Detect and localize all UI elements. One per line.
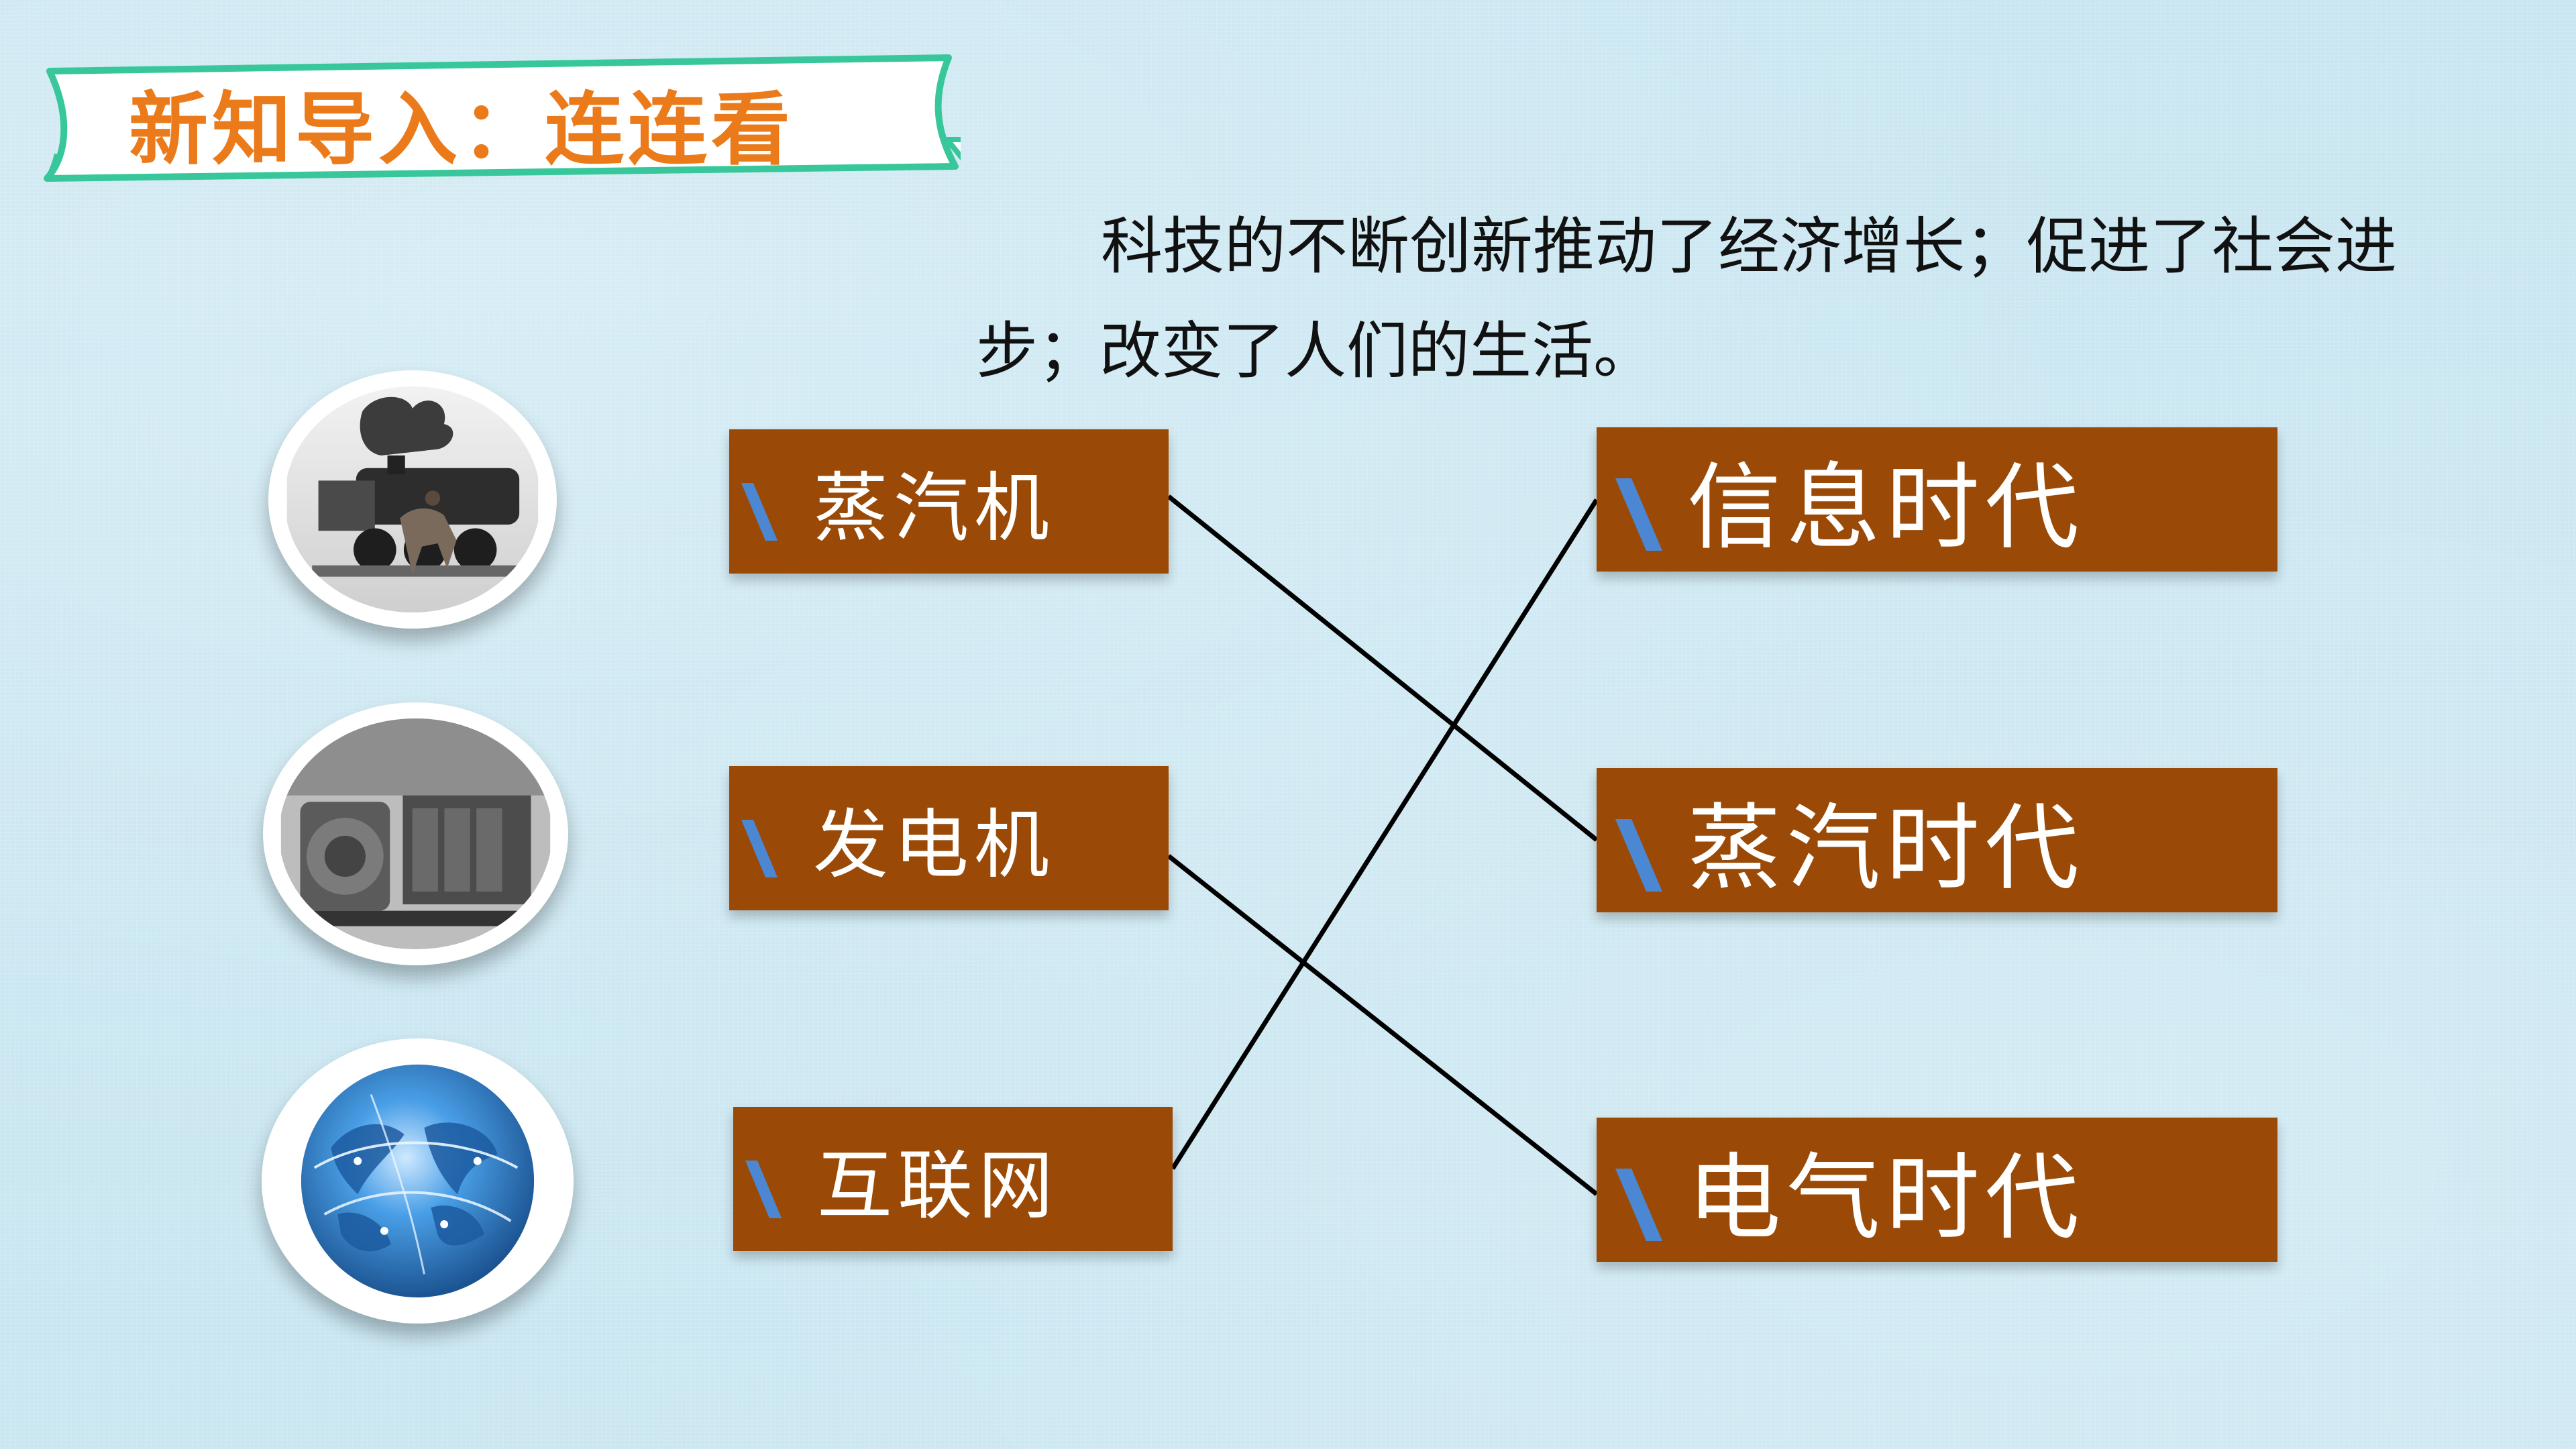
option-steam-engine[interactable]: 蒸汽机 [729, 429, 1169, 574]
match-line-internet-to-info-age [1171, 498, 1599, 1170]
option-internet[interactable]: 互联网 [733, 1107, 1173, 1251]
option-electric-age[interactable]: 电气时代 [1597, 1118, 2277, 1262]
generator-illustration [280, 718, 551, 949]
bullet-marker-icon [1615, 478, 1662, 551]
option-label: 蒸汽时代 [1687, 794, 2085, 904]
match-line-steam-engine-to-steam-age [1167, 494, 1599, 842]
banner-shape [44, 54, 961, 182]
option-label: 互联网 [817, 1142, 1059, 1230]
globe-network-illustration [278, 1055, 557, 1307]
globe-network-image [262, 1038, 574, 1324]
generator-image [263, 702, 568, 965]
option-label: 电气时代 [1687, 1143, 2085, 1253]
option-label: 发电机 [813, 801, 1055, 889]
option-steam-age[interactable]: 蒸汽时代 [1597, 768, 2277, 912]
match-line-generator-to-electric-age [1167, 854, 1599, 1196]
option-label: 蒸汽机 [813, 464, 1055, 552]
bullet-marker-icon [1615, 1169, 1662, 1241]
bullet-marker-icon [1615, 819, 1662, 892]
option-generator[interactable]: 发电机 [729, 766, 1169, 910]
page-title: 新知导入：连连看 [129, 82, 795, 176]
intro-paragraph: 科技的不断创新推动了经济增长；促进了社会进步；改变了人们的生活。 [976, 211, 2398, 387]
steam-locomotive-illustration [286, 386, 539, 612]
title-banner: 新知导入：连连看 [42, 54, 961, 188]
option-information-age[interactable]: 信息时代 [1597, 427, 2277, 572]
steam-locomotive-image [268, 370, 557, 629]
bullet-marker-icon [745, 1161, 782, 1218]
option-label: 信息时代 [1687, 453, 2085, 563]
bullet-marker-icon [741, 483, 777, 541]
bullet-marker-icon [741, 820, 777, 877]
